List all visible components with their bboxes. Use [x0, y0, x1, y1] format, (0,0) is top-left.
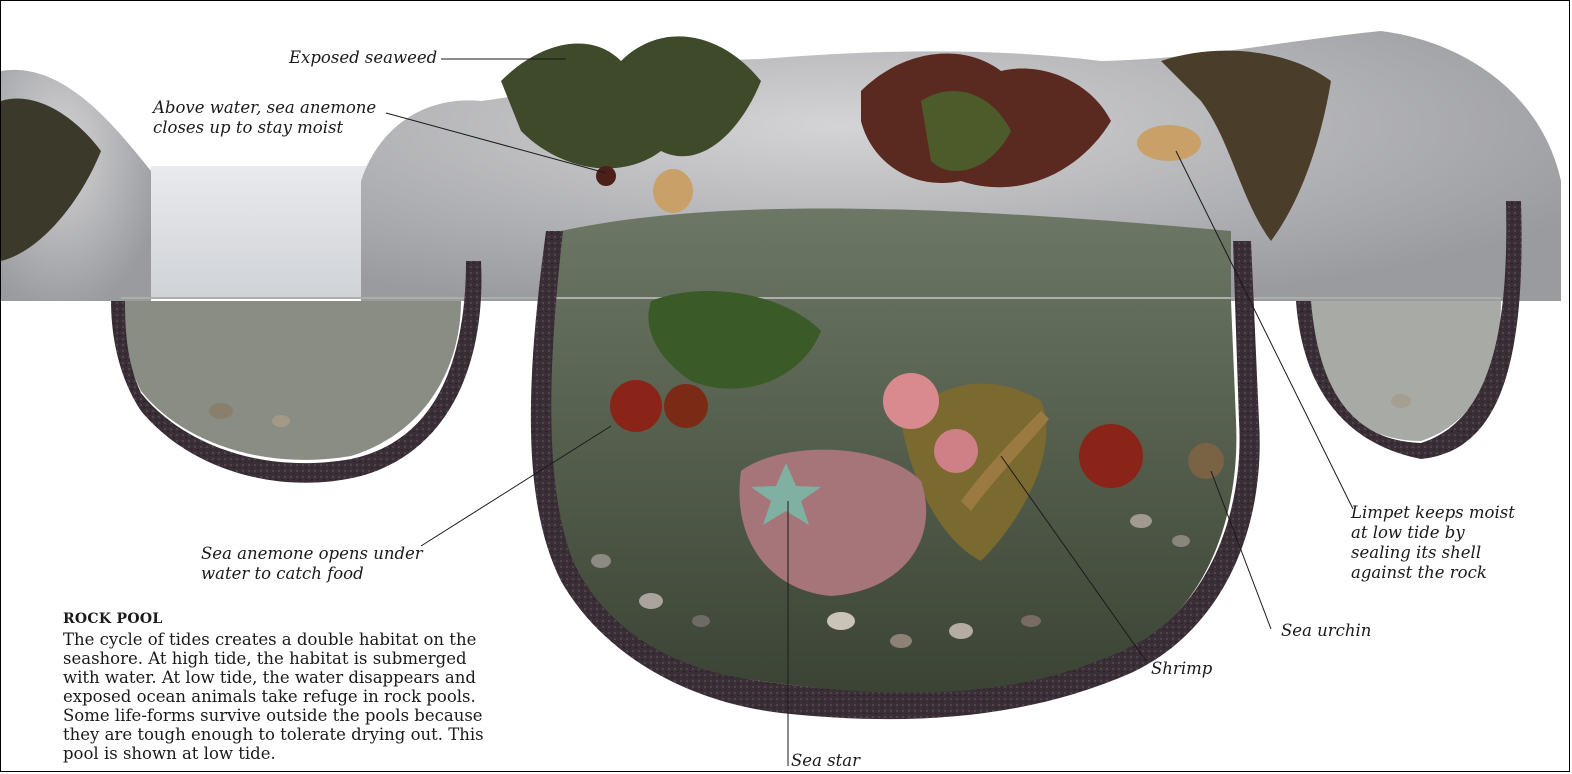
open-anemone-2	[664, 384, 708, 428]
label-limpet: Limpet keeps moist at low tide by sealin…	[1351, 503, 1515, 583]
label-open-anemone: Sea anemone opens under water to catch f…	[201, 544, 423, 584]
pink-anemone	[883, 373, 939, 429]
label-closed-anemone: Above water, sea anemone closes up to st…	[153, 98, 376, 138]
caption-body: The cycle of tides creates a double habi…	[63, 630, 503, 763]
label-sea-urchin: Sea urchin	[1281, 621, 1371, 641]
label-sea-star: Sea star	[791, 751, 860, 771]
closed-anemone	[596, 166, 616, 186]
caption-title: ROCK POOL	[63, 610, 503, 629]
label-exposed-seaweed: Exposed seaweed	[289, 48, 437, 68]
open-anemone	[610, 380, 662, 432]
limpet	[1137, 125, 1201, 161]
label-shrimp: Shrimp	[1151, 659, 1212, 679]
limpet-2	[653, 169, 693, 213]
sea-urchin	[1188, 443, 1224, 479]
pink-anemone-2	[934, 429, 978, 473]
background-sea-surface	[151, 166, 381, 299]
red-anemone	[1079, 424, 1143, 488]
caption: ROCK POOL The cycle of tides creates a d…	[63, 610, 503, 763]
